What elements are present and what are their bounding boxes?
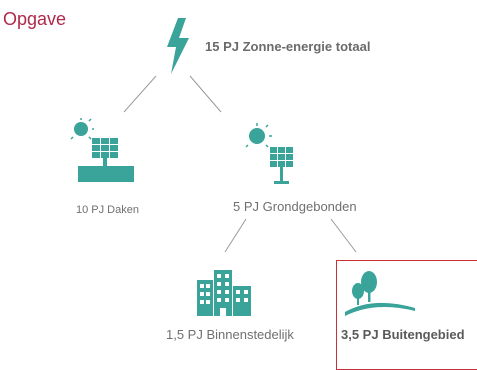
buitengebied-label: 3,5 PJ Buitengebied [341, 327, 465, 342]
grondgebonden-label: 5 PJ Grondgebonden [233, 199, 357, 214]
solar-panel-roof-icon [70, 118, 134, 182]
solar-panel-ground-icon [245, 123, 293, 184]
connector-root-grondgebonden [189, 75, 222, 113]
root-label: 15 PJ Zonne-energie totaal [205, 39, 371, 54]
connector-lines [123, 75, 357, 253]
binnenstedelijk-label: 1,5 PJ Binnenstedelijk [166, 327, 294, 342]
connector-grond-buiten [330, 218, 357, 253]
connector-root-daken [123, 75, 157, 113]
lightning-bolt-icon [167, 18, 189, 74]
buildings-icon [197, 270, 251, 316]
page-title: Opgave [3, 9, 67, 29]
connector-grond-binnen [224, 218, 247, 253]
daken-label: 10 PJ Daken [76, 204, 139, 216]
trees-hill-icon [345, 271, 415, 316]
